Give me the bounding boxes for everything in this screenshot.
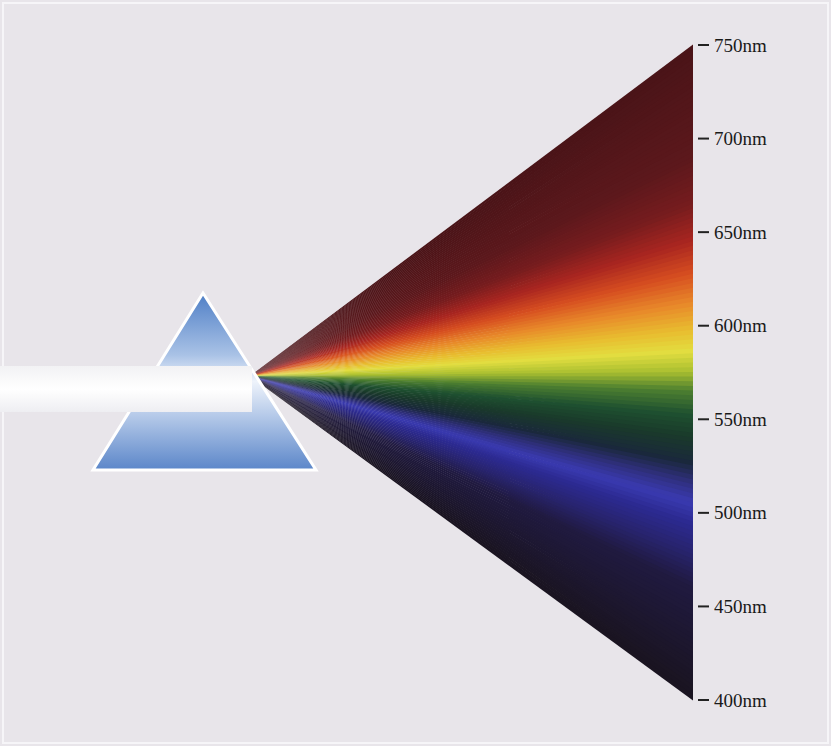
spectrum-slice [250,349,693,376]
spectrum-slice [250,110,693,376]
spectrum-slice [250,138,693,376]
spectrum-slice [250,330,693,376]
spectrum-slice [250,143,693,376]
spectrum-slice [250,72,693,376]
spectrum-slice [250,222,693,376]
spectrum-slice [250,199,693,376]
spectrum-slice [250,49,693,376]
spectrum-slice [250,264,693,376]
tick-mark [698,231,709,233]
spectrum-slice [250,175,693,376]
spectrum-slice [250,185,693,376]
spectrum-slice [250,316,693,376]
spectrum-slice [250,124,693,376]
spectrum-slice [250,194,693,376]
spectrum-slice [250,161,693,376]
spectrum-slice [250,101,693,376]
spectrum-slice [250,306,693,376]
spectrum-slice [250,96,693,376]
tick-mark [698,512,709,514]
spectrum-slice [250,58,693,376]
wavelength-label: 600nm [714,316,767,335]
wavelength-label: 650nm [714,223,767,242]
spectrum-slice [250,91,693,376]
wavelength-label: 700nm [714,129,767,148]
spectrum-slice [250,255,693,376]
tick-mark [698,605,709,607]
spectrum-slice [250,213,693,376]
tick-marks [698,45,709,700]
spectrum-slice [250,119,693,376]
spectrum-slice [250,292,693,376]
spectrum-slice [250,274,693,376]
spectrum-slice [250,133,693,376]
spectrum-slice [250,288,693,376]
spectrum-slice [250,203,693,376]
spectrum-slice [250,129,693,376]
wavelength-label: 750nm [714,36,767,55]
spectrum-slice [250,246,693,376]
spectrum-slice [250,297,693,376]
spectrum-slice [250,283,693,376]
spectrum-slice [250,171,693,376]
spectrum-slice [250,115,693,376]
spectrum-slice [250,218,693,376]
spectrum-slice [250,334,693,376]
spectrum-slice [250,157,693,376]
spectrum-slice [250,166,693,376]
spectrum-slice [250,227,693,376]
white-light-beam [0,366,252,412]
spectrum-slice [250,325,693,376]
spectrum-slice [250,105,693,376]
spectrum-slice [250,68,693,376]
spectrum-slice [250,152,693,376]
tick-mark [698,325,709,327]
spectrum-slice [250,44,693,376]
spectrum-slice [250,77,693,376]
wavelength-label: 500nm [714,503,767,522]
spectrum-slice [250,320,693,376]
spectrum-slice [250,339,693,376]
spectrum-slice [250,260,693,376]
tick-mark [698,44,709,46]
wavelength-label: 400nm [714,691,767,710]
wavelength-label: 450nm [714,597,767,616]
spectrum-slice [250,241,693,376]
spectrum-slice [250,87,693,376]
spectrum-slice [250,232,693,376]
spectrum-slice [250,82,693,376]
spectrum-slice [250,376,693,701]
spectrum-slice [250,311,693,376]
spectrum-slice [250,278,693,376]
tick-mark [698,418,709,420]
spectrum-slice [250,208,693,376]
spectrum-fan [250,44,693,700]
spectrum-slice [250,302,693,376]
spectrum-slice [250,180,693,376]
spectrum-slice [250,54,693,376]
spectrum-slice [250,269,693,376]
spectrum-slice [250,236,693,376]
spectrum-slice [250,344,693,376]
spectrum-slice [250,189,693,376]
tick-mark [698,138,709,140]
spectrum-slice [250,63,693,376]
spectrum-slice [250,250,693,376]
tick-mark [698,699,709,701]
wavelength-label: 550nm [714,410,767,429]
spectrum-slice [250,147,693,376]
